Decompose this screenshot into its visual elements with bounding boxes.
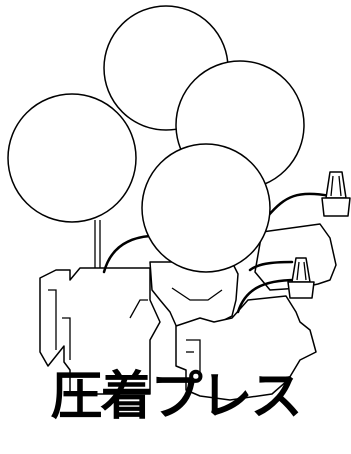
balloon-left [7,93,137,223]
press-machine-right [254,171,351,291]
caption-title: 圧着プレス [50,367,302,427]
balloon-center [141,143,271,273]
connector-cap-icon [325,171,347,199]
balloon-group [7,5,305,273]
press-machine-left [39,220,161,395]
connector-cap-icon [291,257,311,283]
press-machine-front [175,257,317,401]
